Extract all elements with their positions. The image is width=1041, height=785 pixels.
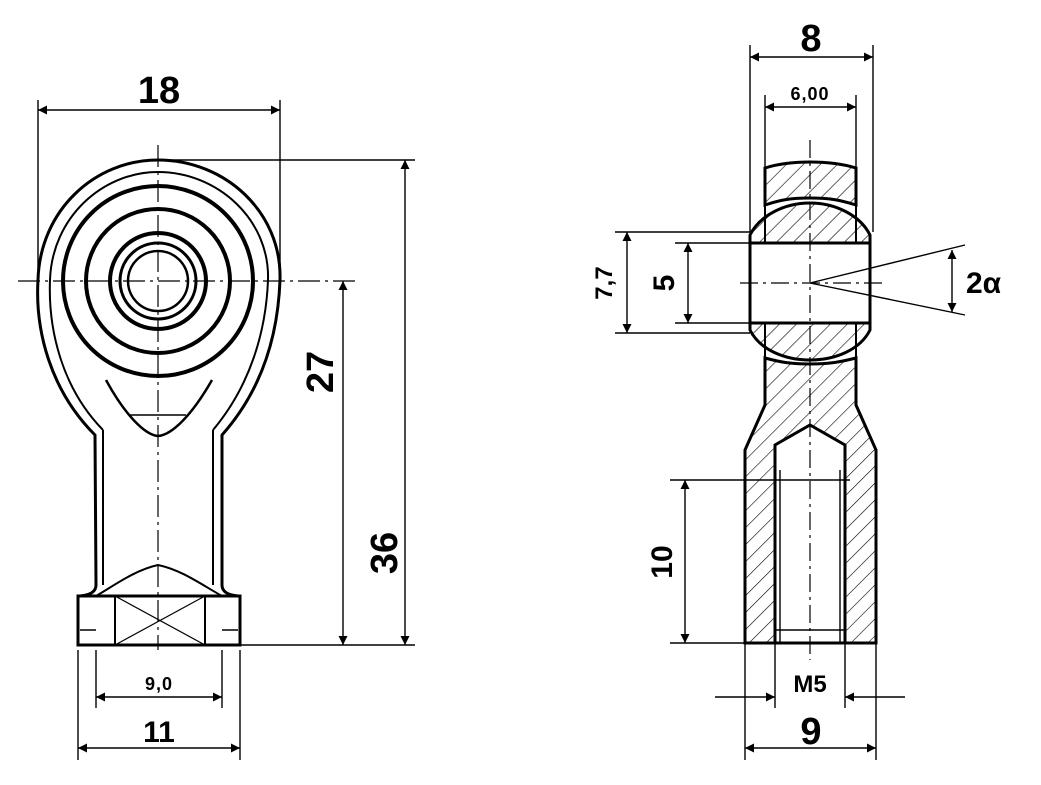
side-width-label: 8 [800,18,821,60]
hex-body [76,594,242,647]
side-view [740,140,966,660]
side-ball-width-label: 7,7 [591,266,618,299]
side-angle-label: 2α [966,267,1002,300]
front-hex-across-label: 11 [143,716,175,749]
front-width-label: 18 [138,70,180,112]
side-inner-ring-label: 6,00 [790,84,829,104]
side-thread-label: M5 [793,671,826,698]
side-dimensions [615,45,957,760]
front-hex-flat-label: 9,0 [145,674,173,694]
side-thread-depth-label: 10 [646,545,679,578]
side-bore-label: 5 [648,275,681,292]
eye-lower-lobe [104,379,214,438]
side-base-width-label: 9 [800,711,821,753]
front-center-height-label: 27 [300,351,342,393]
front-dimensions [37,100,415,760]
front-total-height-label: 36 [364,532,406,574]
front-view [18,145,355,650]
